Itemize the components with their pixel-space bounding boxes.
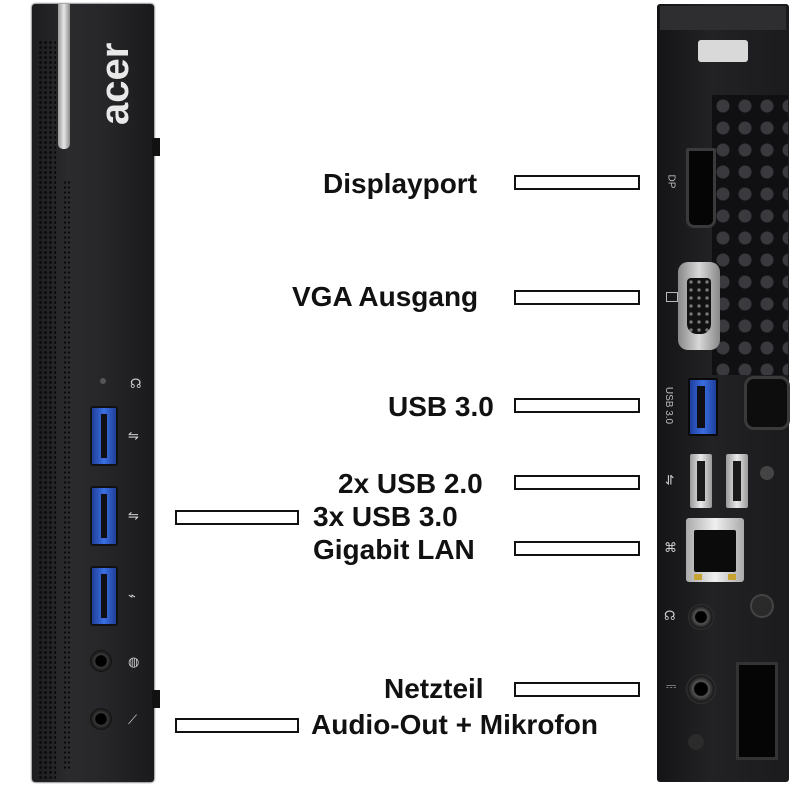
ethernet-port-inner	[694, 530, 736, 572]
connector-box-lan	[514, 541, 640, 556]
connector-box-displayport	[514, 175, 640, 190]
screw	[760, 466, 774, 480]
connector-box-rear-usb3	[514, 398, 640, 413]
displayport-port	[686, 148, 716, 228]
label-usb2: 2x USB 2.0	[338, 468, 483, 499]
front-led	[100, 378, 106, 384]
connector-box-vga	[514, 290, 640, 305]
monitor-icon	[666, 292, 678, 302]
usb-icon: ⇋	[128, 428, 139, 443]
front-vent-secondary	[63, 180, 71, 770]
front-usb3-port-1	[90, 406, 118, 466]
connector-box-audio	[175, 718, 299, 733]
ethernet-led-left	[694, 574, 702, 580]
vga-pins	[687, 278, 711, 334]
screw	[750, 594, 774, 618]
usb-charge-icon: ⌁	[128, 588, 136, 603]
connector-box-power	[514, 682, 640, 697]
usb3-mark: USB 3.0	[663, 386, 675, 425]
dc-power-jack	[686, 674, 716, 704]
front-headphone-jack	[90, 650, 112, 672]
front-usb3-port-3	[90, 566, 118, 626]
front-usb3-port-2	[90, 486, 118, 546]
expansion-bracket	[736, 662, 778, 760]
front-microphone-jack	[90, 708, 112, 730]
rear-audio-jack	[688, 604, 714, 630]
headphone-icon: ◍	[128, 654, 140, 669]
headphone-icon: ☊	[130, 376, 142, 391]
svg-text:acer: acer	[93, 43, 137, 125]
chassis-tab-bottom	[152, 690, 160, 708]
label-lan: Gigabit LAN	[313, 534, 475, 565]
dp-mark: DP	[665, 174, 677, 189]
label-vga: VGA Ausgang	[292, 281, 479, 312]
front-vent	[38, 40, 56, 780]
microphone-icon: ⟋	[128, 712, 138, 727]
rear-usb3-port-inner	[697, 386, 705, 428]
kensington-lock-slot	[744, 376, 790, 430]
label-power: Netzteil	[384, 673, 484, 704]
screw	[688, 734, 704, 750]
network-icon: ⌘	[664, 540, 677, 555]
usb-icon: ⇋	[662, 474, 678, 486]
connector-box-front-usb3	[175, 510, 299, 525]
label-displayport: Displayport	[323, 168, 478, 199]
usb-icon: ⇋	[128, 508, 139, 523]
dc-power-icon: ⎓	[666, 678, 677, 693]
back-release-latch	[698, 40, 748, 62]
rear-usb2-port-2-inner	[733, 461, 741, 501]
label-front-usb3: 3x USB 3.0	[313, 501, 458, 532]
power-button	[58, 4, 70, 149]
ethernet-led-right	[728, 574, 736, 580]
back-vent	[712, 95, 788, 375]
headphone-icon: ☊	[664, 608, 676, 623]
connector-box-usb2	[514, 475, 640, 490]
back-top-rail	[660, 6, 786, 30]
acer-logo: acer	[93, 43, 137, 125]
label-audio: Audio-Out + Mikrofon	[311, 709, 598, 740]
chassis-tab-top	[152, 138, 160, 156]
label-rear-usb3: USB 3.0	[388, 391, 494, 422]
rear-usb2-port-1-inner	[697, 461, 705, 501]
